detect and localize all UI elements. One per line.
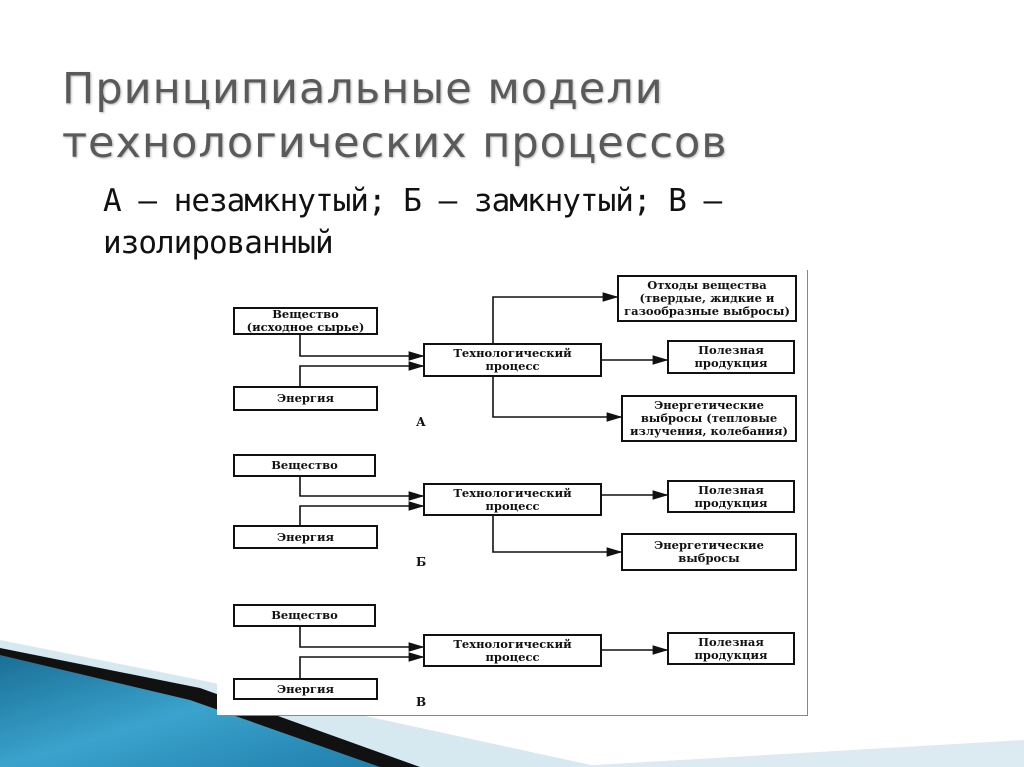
- b-substance-box: Вещество: [233, 454, 376, 477]
- a-energy-box: Энергия: [233, 386, 378, 411]
- a-process-box: Технологический процесс: [423, 343, 602, 377]
- connector-lines: [299, 292, 669, 678]
- a-product-box: Полезная продукция: [667, 340, 795, 374]
- a-substance-box: Вещество (исходное сырье): [233, 307, 378, 335]
- label-a: А: [416, 415, 426, 429]
- c-product-box: Полезная продукция: [667, 632, 795, 665]
- a-emissions-box: Энергетические выбросы (тепловые излучен…: [621, 395, 797, 442]
- label-c: В: [416, 695, 427, 709]
- process-models-diagram: Вещество (исходное сырье) Энергия Технол…: [217, 270, 808, 716]
- slide-subtitle: А – незамкнутый; Б – замкнутый; В – изол…: [103, 183, 722, 261]
- b-emissions-box: Энергетические выбросы: [621, 533, 797, 571]
- c-process-box: Технологический процесс: [423, 634, 602, 667]
- slide-title: Принципиальные модели технологических пр…: [62, 64, 728, 168]
- b-energy-box: Энергия: [233, 525, 378, 549]
- c-substance-box: Вещество: [233, 604, 376, 627]
- b-product-box: Полезная продукция: [667, 480, 795, 513]
- b-process-box: Технологический процесс: [423, 483, 602, 516]
- label-b: Б: [416, 555, 427, 569]
- c-energy-box: Энергия: [233, 678, 378, 700]
- a-waste-box: Отходы вещества (твердые, жидкие и газоо…: [617, 275, 797, 322]
